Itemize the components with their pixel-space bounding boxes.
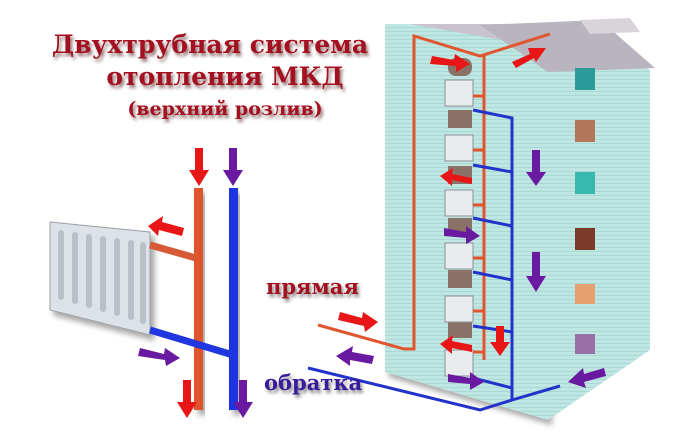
supply-riser-pipes [317, 32, 551, 360]
radiator-icon [49, 221, 151, 336]
purple-arrow-icon [138, 148, 606, 418]
diagram-title-line2: отопления МКД [106, 62, 344, 91]
left-return-pipe [148, 188, 238, 410]
diagram-title-line1: Двухтрубная система [51, 30, 369, 59]
left-supply-pipe [149, 188, 203, 410]
apartment-building-icon [385, 18, 655, 420]
building-radiators [444, 79, 474, 377]
red-arrow-icon [148, 48, 546, 418]
diagram-subtitle: (верхний розлив) [127, 98, 323, 120]
supply-label: прямая [266, 274, 359, 299]
return-label: обратка [264, 370, 363, 395]
return-riser-pipes [307, 108, 561, 412]
